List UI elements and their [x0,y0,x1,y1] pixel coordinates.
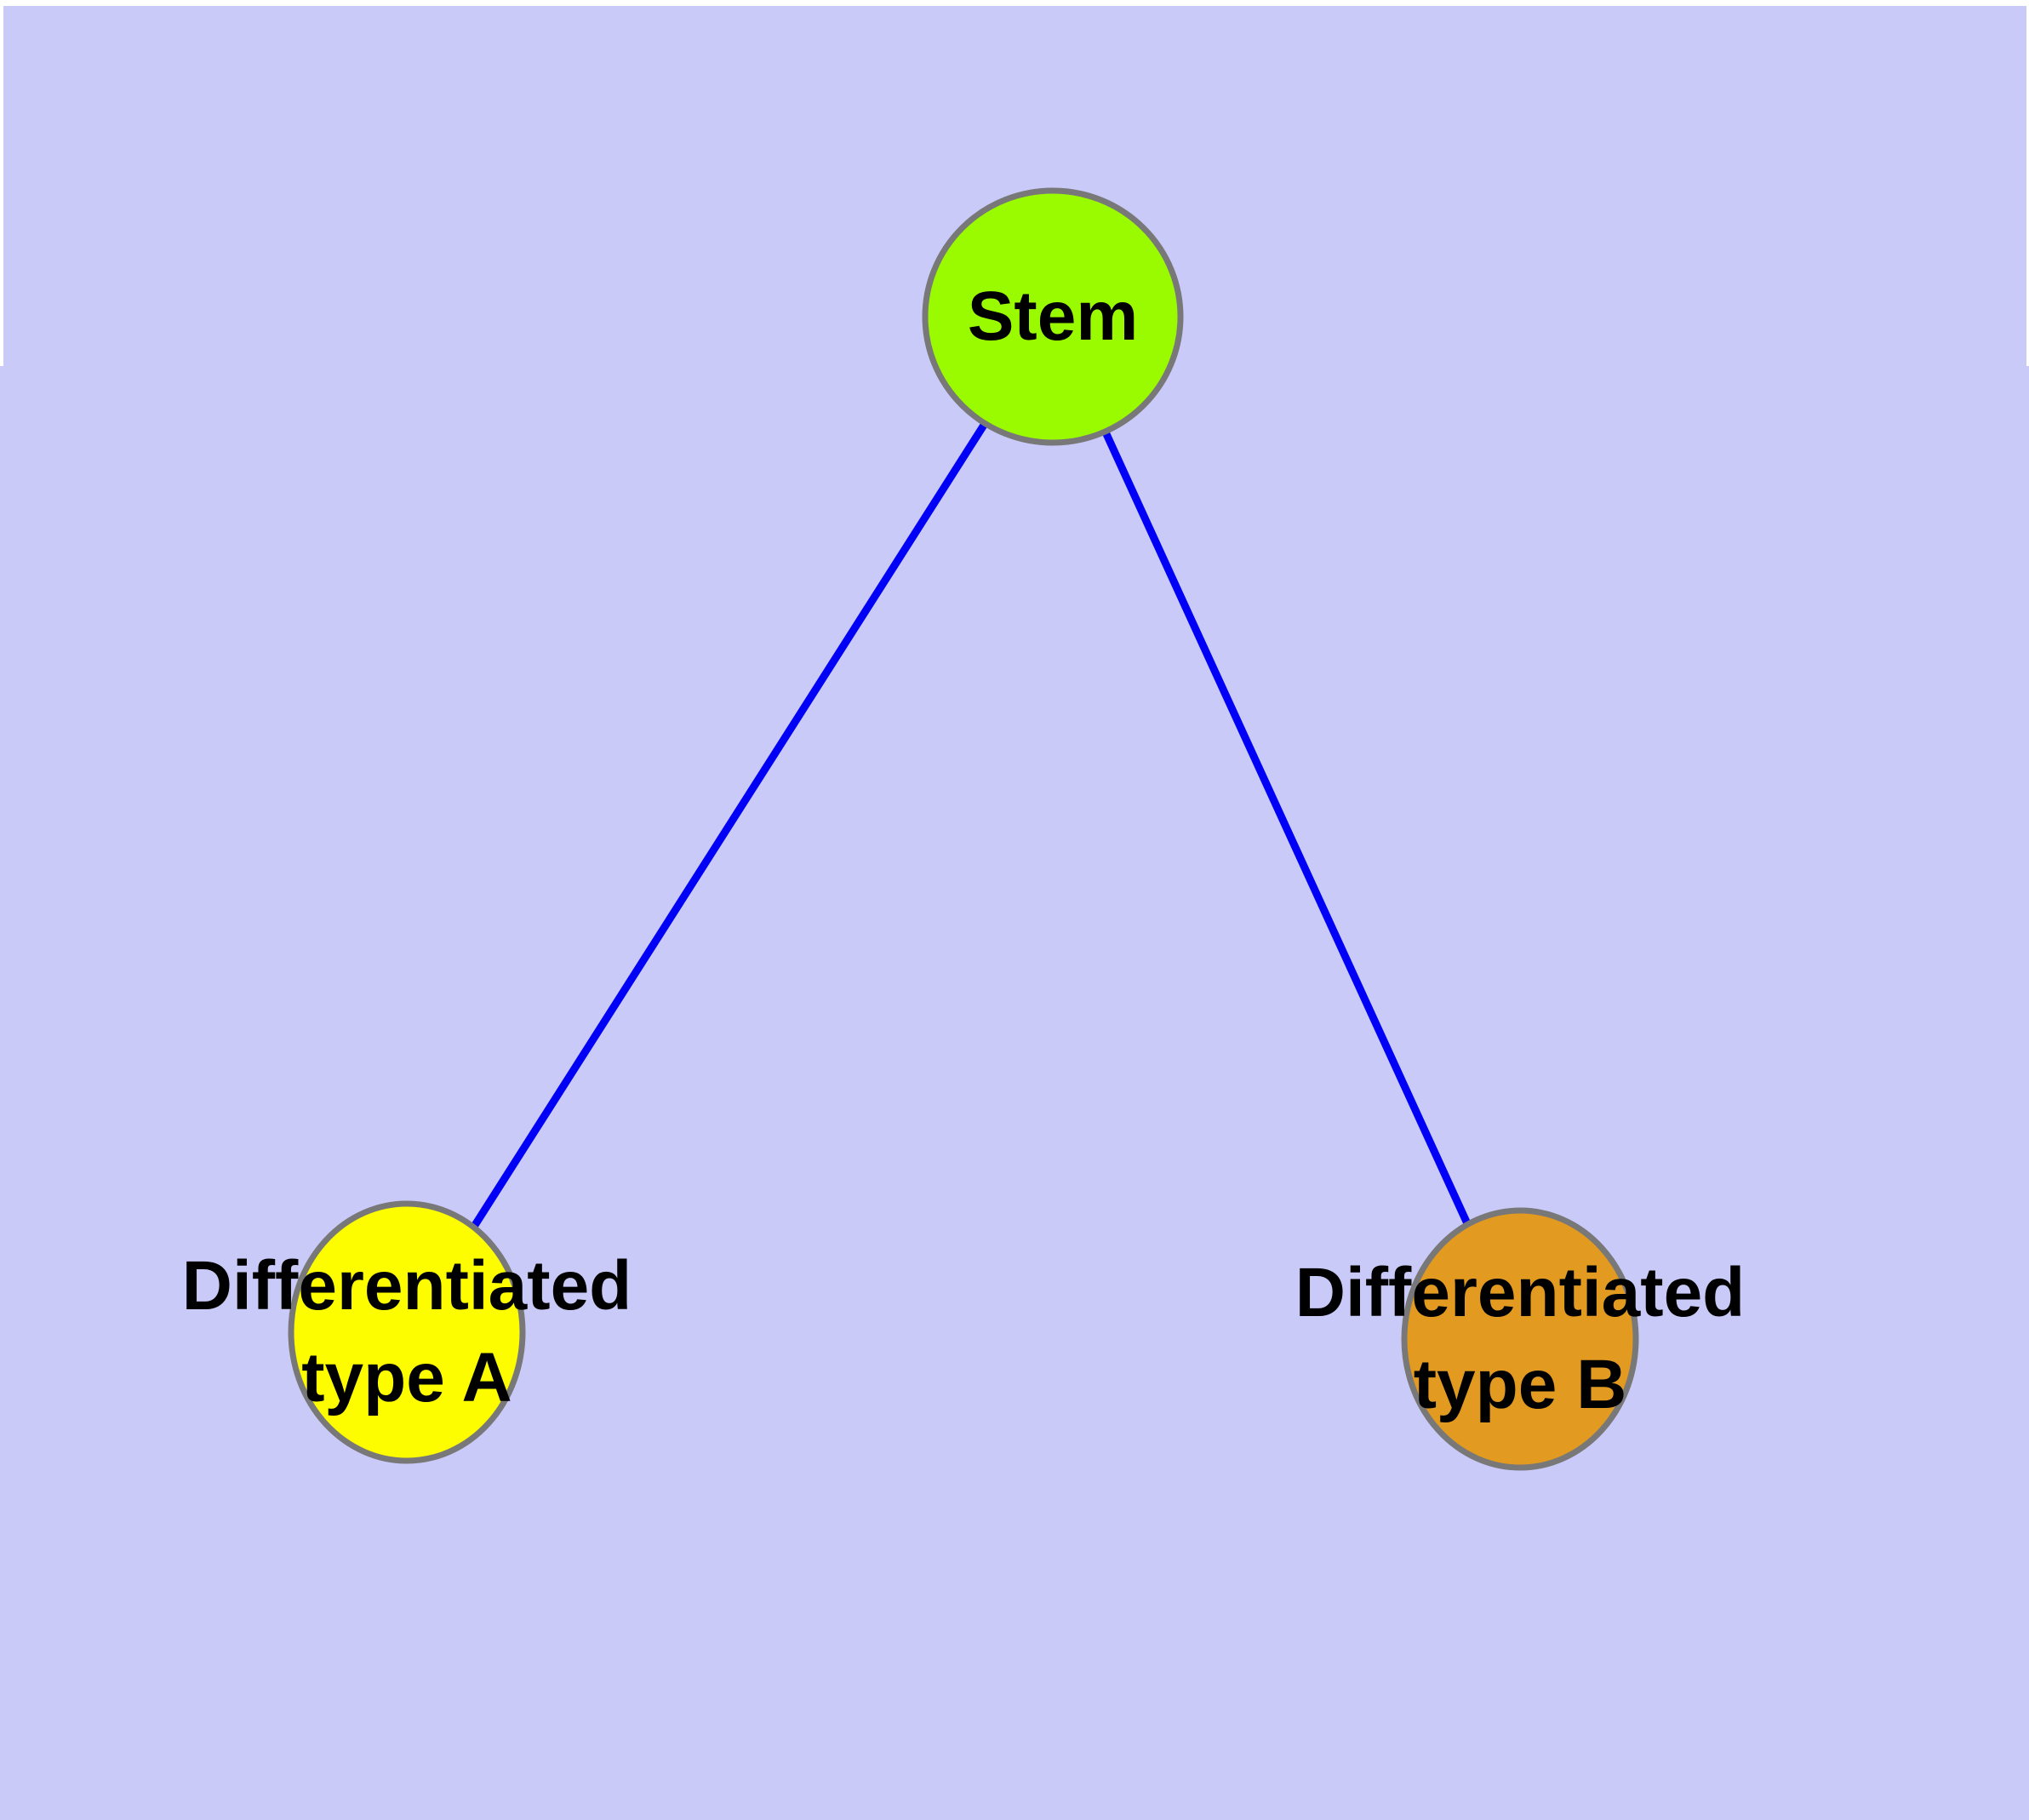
node-differentiated-type-b[interactable] [1401,1207,1639,1471]
top-margin [0,0,2029,6]
node-differentiated-type-a[interactable] [288,1200,526,1464]
left-margin [0,0,3,366]
right-margin [2026,0,2029,366]
edge-stem-to-differentiated-type-b [1049,315,1524,1341]
node-stem[interactable] [922,187,1184,446]
edge-stem-to-differentiated-type-a [403,314,1056,1335]
